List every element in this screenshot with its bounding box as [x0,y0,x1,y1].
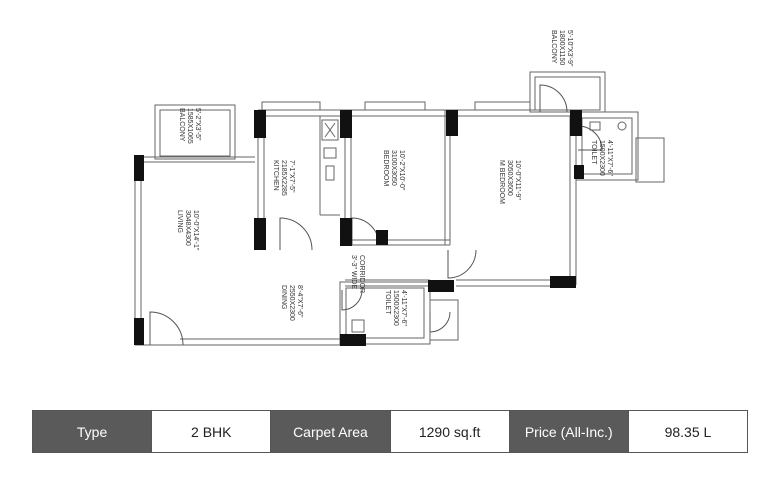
svg-text:CORRIDOR: CORRIDOR [358,255,365,293]
svg-text:BALCONY: BALCONY [178,108,185,142]
svg-text:4'-11"X7'-6": 4'-11"X7'-6" [606,140,613,176]
price-label: Price (All-Inc.) [509,411,629,452]
svg-text:3050X3600: 3050X3600 [506,160,513,196]
structural-columns [134,110,584,346]
svg-text:1585X1065: 1585X1065 [186,108,193,144]
kitchen-walls [257,101,345,250]
svg-text:10'-0"X14'-1": 10'-0"X14'-1" [192,210,199,251]
bedroom-label: BEDROOM 3100X3050 10'-2"X10'-0" [382,150,405,191]
svg-text:5'-10"X3'-9": 5'-10"X3'-9" [566,30,573,67]
price-value: 98.35 L [628,411,748,452]
type-value: 2 BHK [152,411,272,452]
carpet-area-label: Carpet Area [271,411,391,452]
svg-text:3'-3" WIDE: 3'-3" WIDE [350,255,357,289]
carpet-area-value: 1290 sq.ft [390,411,510,452]
door-swings [149,84,603,346]
svg-text:KITCHEN: KITCHEN [272,160,279,191]
svg-text:2185X2285: 2185X2285 [280,160,287,196]
svg-text:1800X1150: 1800X1150 [558,30,565,65]
toilet-1-label: TOILET 1500X2300 4'-11"X7'-6" [590,140,613,176]
toilet-2-label: TOILET 1500X2300 4'-11"X7'-6" [384,290,407,326]
svg-text:2550X2300: 2550X2300 [288,285,295,321]
svg-text:DINING: DINING [280,285,287,310]
living-room-walls [134,156,365,346]
svg-text:3100X3050: 3100X3050 [390,150,397,186]
svg-text:10'-2"X10'-0": 10'-2"X10'-0" [398,150,405,191]
balcony-1-label: BALCONY 1585X1065 5'-2"X3'-5" [178,108,201,144]
svg-text:BALCONY: BALCONY [550,30,557,64]
svg-text:M BEDROOM: M BEDROOM [498,160,505,204]
svg-text:TOILET: TOILET [384,290,391,315]
svg-text:8'-4"X7'-6": 8'-4"X7'-6" [296,285,303,318]
master-bedroom-label: M BEDROOM 3050X3600 10'-0"X11'-9" [498,160,521,204]
type-label: Type [33,411,153,452]
svg-text:5'-2"X3'-5": 5'-2"X3'-5" [194,108,201,141]
svg-text:10'-0"X11'-9": 10'-0"X11'-9" [514,160,521,200]
svg-text:1500X2300: 1500X2300 [598,140,605,176]
living-label: LIVING 3048X4300 10'-0"X14'-1" [176,210,199,251]
balcony-2-walls [529,71,606,113]
dining-label: DINING 2550X2300 8'-4"X7'-6" [280,285,303,321]
svg-text:BEDROOM: BEDROOM [382,150,389,186]
svg-text:LIVING: LIVING [176,210,183,233]
specs-table: Type 2 BHK Carpet Area 1290 sq.ft Price … [32,410,748,453]
svg-text:4'-11"X7'-6": 4'-11"X7'-6" [400,290,407,326]
toilet-1-walls [575,111,665,183]
balcony-2-label: BALCONY 1800X1150 5'-10"X3'-9" [550,30,573,67]
corridor-walls [345,244,450,287]
balcony-1-walls [154,104,236,160]
svg-text:3048X4300: 3048X4300 [184,210,191,246]
corridor-label: 3'-3" WIDE CORRIDOR [350,255,365,293]
svg-text:1500X2300: 1500X2300 [392,290,399,326]
svg-text:7'-1"X7'-5": 7'-1"X7'-5" [288,160,295,193]
svg-text:TOILET: TOILET [590,140,597,165]
kitchen-label: KITCHEN 2185X2285 7'-1"X7'-5" [272,160,295,196]
floor-plan: BALCONY 1585X1065 5'-2"X3'-5" KITCHEN 21… [134,30,665,346]
